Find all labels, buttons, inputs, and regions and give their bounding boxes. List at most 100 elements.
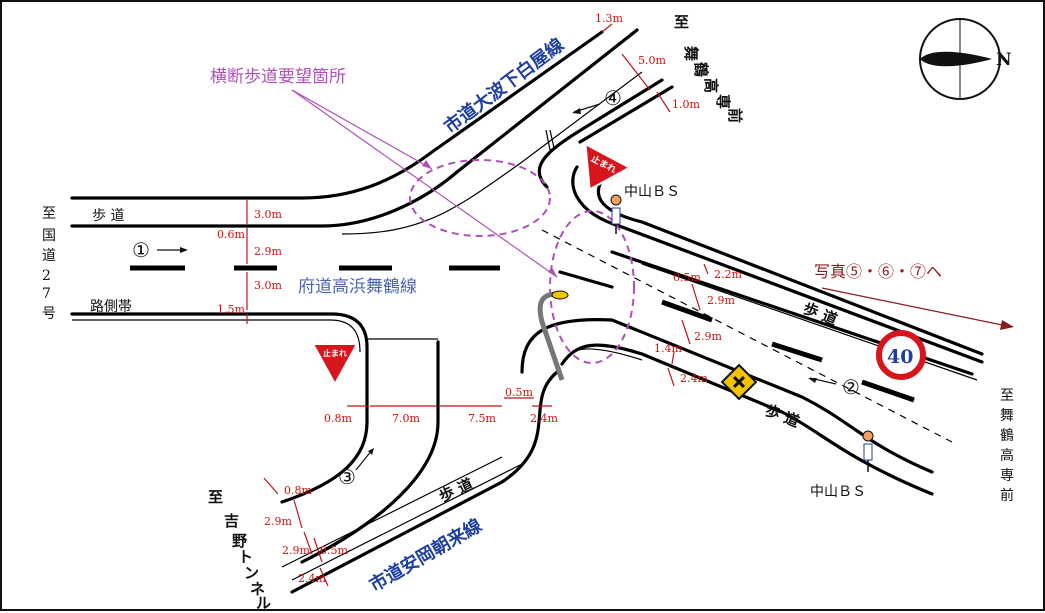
crosswalk-request-area (549, 210, 635, 364)
svg-text:至: 至 (674, 13, 689, 31)
destination-bottom: 至 吉 野 ト ン ネ ル (208, 488, 271, 612)
road-edge (560, 343, 934, 496)
svg-text:至: 至 (208, 488, 223, 506)
svg-text:至: 至 (42, 206, 56, 222)
lane-marking (661, 299, 713, 323)
road-edge (341, 71, 643, 235)
direction-arrowhead (180, 247, 188, 253)
road-edge (520, 318, 934, 474)
svg-text:40: 40 (887, 346, 913, 368)
shoulder-label: 路側帯 (90, 299, 132, 315)
direction-arrowhead (368, 448, 374, 455)
stop-sign-icon: 止まれ (311, 343, 359, 387)
stop-sign-icon: 止まれ (584, 142, 632, 192)
photo-reference-label: 写真⑤・⑥・⑦へ (814, 262, 942, 281)
svg-text:専: 専 (714, 94, 732, 109)
dimension-label: 2.4m (530, 412, 558, 425)
destination-right: 至 舞 鶴 高 専 前 (1000, 388, 1014, 504)
direction-arrow (355, 449, 373, 471)
dimension-label: 1.3m (595, 12, 623, 25)
svg-text:国: 国 (42, 228, 56, 244)
dimension-label: 7.5m (468, 412, 496, 425)
bus-stop-icon (610, 194, 622, 234)
direction-marker-3: ③ (338, 465, 356, 489)
road-edge (549, 129, 555, 149)
svg-text:高: 高 (702, 78, 720, 93)
svg-text:前: 前 (1000, 487, 1014, 504)
dimension-label: 2.9m (282, 544, 310, 557)
dimension-label: 3.0m (254, 208, 282, 221)
direction-marker-1: ① (132, 238, 150, 262)
road-name-upper: 市道大波下白屋線 (440, 34, 568, 138)
svg-text:7: 7 (42, 286, 51, 302)
lane-marking (861, 379, 915, 403)
dimension-label: 5.0m (638, 54, 666, 67)
svg-text:前: 前 (726, 108, 744, 123)
dimension-label: 1.0m (672, 98, 700, 111)
dimension-label: 0.5m (320, 544, 348, 557)
road-edge (290, 370, 559, 594)
svg-text:舞: 舞 (1000, 408, 1014, 424)
road-edge (70, 312, 369, 504)
road-edge (72, 319, 361, 353)
photo-reference-arrowhead (1000, 320, 1014, 330)
svg-text:専: 専 (1000, 468, 1014, 484)
bus-stop-label: 中山ＢＳ (810, 484, 866, 500)
svg-text:鶴: 鶴 (1000, 427, 1014, 444)
svg-text:止まれ: 止まれ (323, 348, 347, 358)
svg-text:N: N (996, 50, 1012, 70)
svg-text:至: 至 (1000, 388, 1014, 404)
speed-limit-sign-icon: 40 (876, 330, 926, 380)
road-name-main: 府道高浜舞鶴線 (298, 277, 417, 297)
dimension-label: 1.5m (217, 303, 245, 316)
svg-text:ル: ル (256, 594, 271, 609)
dimension-label: 0.6m (217, 228, 245, 241)
dimension-label: 2.9m (254, 245, 282, 258)
svg-text:ン: ン (244, 564, 259, 582)
svg-text:高: 高 (1000, 447, 1014, 464)
dimension-label: 2.9m (694, 330, 722, 343)
dimension-label: 2.9m (707, 294, 735, 307)
dimension-label: 0.5m (505, 386, 533, 399)
crosswalk-request-label: 横断歩道要望箇所 (210, 67, 346, 87)
dimension-markers (246, 23, 709, 587)
destination-top: 至 舞 鶴 高 専 前 (674, 13, 744, 123)
sidewalk-label: 歩 道 (92, 208, 124, 224)
bus-stop-icon (862, 430, 874, 472)
road-edge (578, 85, 674, 144)
dimension-label: 0.8m (324, 412, 352, 425)
road-edge (70, 28, 639, 228)
dimension-label: 1.4m (654, 342, 682, 355)
callout-line (291, 89, 558, 278)
svg-text:舞: 舞 (682, 46, 700, 61)
callout-arrowhead (422, 160, 432, 169)
road-edge (545, 129, 551, 151)
road-edge (558, 270, 614, 289)
dimension-label: 2.9m (264, 515, 292, 528)
dimension-label: 2.2m (714, 268, 742, 281)
crosswalk-request-area (409, 159, 551, 237)
road-edge (537, 78, 664, 189)
bus-stop-label: 中山ＢＳ (624, 184, 680, 200)
road-edge (596, 178, 984, 356)
road-name-lower: 市道安岡朝来線 (366, 514, 486, 596)
svg-text:野: 野 (232, 532, 247, 550)
road-edge (281, 456, 503, 568)
direction-arrowhead (572, 108, 581, 114)
road-edge (571, 348, 643, 361)
photo-reference-arrow (821, 287, 1013, 328)
svg-text:2: 2 (42, 268, 51, 284)
lane-marking (771, 341, 823, 363)
destination-left: 至 国 道 2 7 号 (42, 206, 56, 322)
streetlight-icon (537, 290, 569, 381)
dimension-label: 0.5m (673, 271, 701, 284)
svg-text:号: 号 (42, 306, 56, 322)
direction-marker-4: ④ (604, 86, 622, 110)
direction-arrowhead (808, 378, 817, 383)
sidewalk-label: 歩 道 (801, 299, 840, 329)
svg-text:鶴: 鶴 (692, 62, 710, 77)
dimension-label: 3.0m (254, 279, 282, 292)
svg-text:ネ: ネ (250, 580, 265, 598)
